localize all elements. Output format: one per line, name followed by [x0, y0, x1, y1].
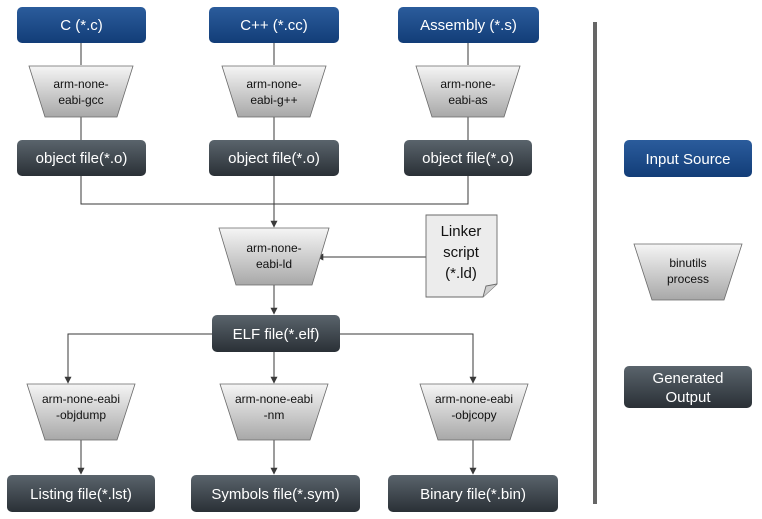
- elf-file: ELF file(*.elf): [212, 315, 340, 352]
- legend-generated-output-line2: Output: [665, 389, 711, 406]
- source-assembly: Assembly (*.s): [398, 7, 539, 43]
- legend-binutils-process-line1: binutils: [669, 256, 706, 270]
- linker-script-line3: (*.ld): [445, 265, 477, 282]
- source-c-label: C (*.c): [60, 17, 103, 34]
- edge-elf-to-objcopy: [340, 333, 477, 384]
- linker-script-line1: Linker: [441, 223, 482, 240]
- tool-nm-line1: arm-none-eabi: [235, 392, 313, 406]
- tool-objdump: arm-none-eabi -objdump: [26, 383, 136, 441]
- object-file-cpp: object file(*.o): [209, 140, 339, 176]
- compiler-as-line2: eabi-as: [448, 93, 487, 107]
- tool-objcopy-line1: arm-none-eabi: [435, 392, 513, 406]
- tool-nm-line2: -nm: [264, 408, 285, 422]
- object-file-c: object file(*.o): [17, 140, 146, 176]
- compiler-gcc-line2: eabi-gcc: [58, 93, 103, 107]
- linker-ld: arm-none- eabi-ld: [218, 227, 330, 286]
- object-file-c-label: object file(*.o): [36, 150, 128, 167]
- tool-objcopy-line2: -objcopy: [451, 408, 496, 422]
- elf-file-label: ELF file(*.elf): [233, 326, 320, 343]
- compiler-as: arm-none- eabi-as: [415, 65, 521, 118]
- legend-generated-output-line1: Generated: [653, 370, 724, 387]
- tool-nm: arm-none-eabi -nm: [219, 383, 329, 441]
- linker-ld-line2: eabi-ld: [256, 257, 292, 271]
- source-cpp-label: C++ (*.cc): [240, 17, 308, 34]
- output-listing-file: Listing file(*.lst): [7, 475, 155, 512]
- linker-ld-line1: arm-none-: [246, 241, 301, 255]
- legend-binutils-process-line2: process: [667, 272, 709, 286]
- object-file-asm-label: object file(*.o): [422, 150, 514, 167]
- legend-input-source: Input Source: [624, 140, 752, 177]
- output-symbols-file-label: Symbols file(*.sym): [211, 486, 339, 503]
- source-c: C (*.c): [17, 7, 146, 43]
- linker-script-note: Linker script (*.ld): [425, 214, 498, 298]
- compiler-gcc: arm-none- eabi-gcc: [28, 65, 134, 118]
- tool-objcopy: arm-none-eabi -objcopy: [419, 383, 529, 441]
- tool-objdump-line1: arm-none-eabi: [42, 392, 120, 406]
- source-assembly-label: Assembly (*.s): [420, 17, 517, 34]
- object-file-cpp-label: object file(*.o): [228, 150, 320, 167]
- edge-elf-to-objdump: [64, 333, 212, 384]
- compiler-gpp-line2: eabi-g++: [250, 93, 297, 107]
- output-binary-file-label: Binary file(*.bin): [420, 486, 526, 503]
- compiler-as-line1: arm-none-: [440, 77, 495, 91]
- compiler-gpp-line1: arm-none-: [246, 77, 301, 91]
- source-cpp: C++ (*.cc): [209, 7, 339, 43]
- output-listing-file-label: Listing file(*.lst): [30, 486, 132, 503]
- legend-generated-output: Generated Output: [624, 366, 752, 408]
- legend-divider: [593, 22, 597, 504]
- legend-binutils-process: binutils process: [633, 243, 743, 301]
- compiler-gcc-line1: arm-none-: [53, 77, 108, 91]
- compiler-gpp: arm-none- eabi-g++: [221, 65, 327, 118]
- tool-objdump-line2: -objdump: [56, 408, 106, 422]
- output-symbols-file: Symbols file(*.sym): [191, 475, 360, 512]
- linker-script-line2: script: [443, 244, 480, 261]
- legend-input-source-label: Input Source: [645, 151, 730, 168]
- output-binary-file: Binary file(*.bin): [388, 475, 558, 512]
- object-file-asm: object file(*.o): [404, 140, 532, 176]
